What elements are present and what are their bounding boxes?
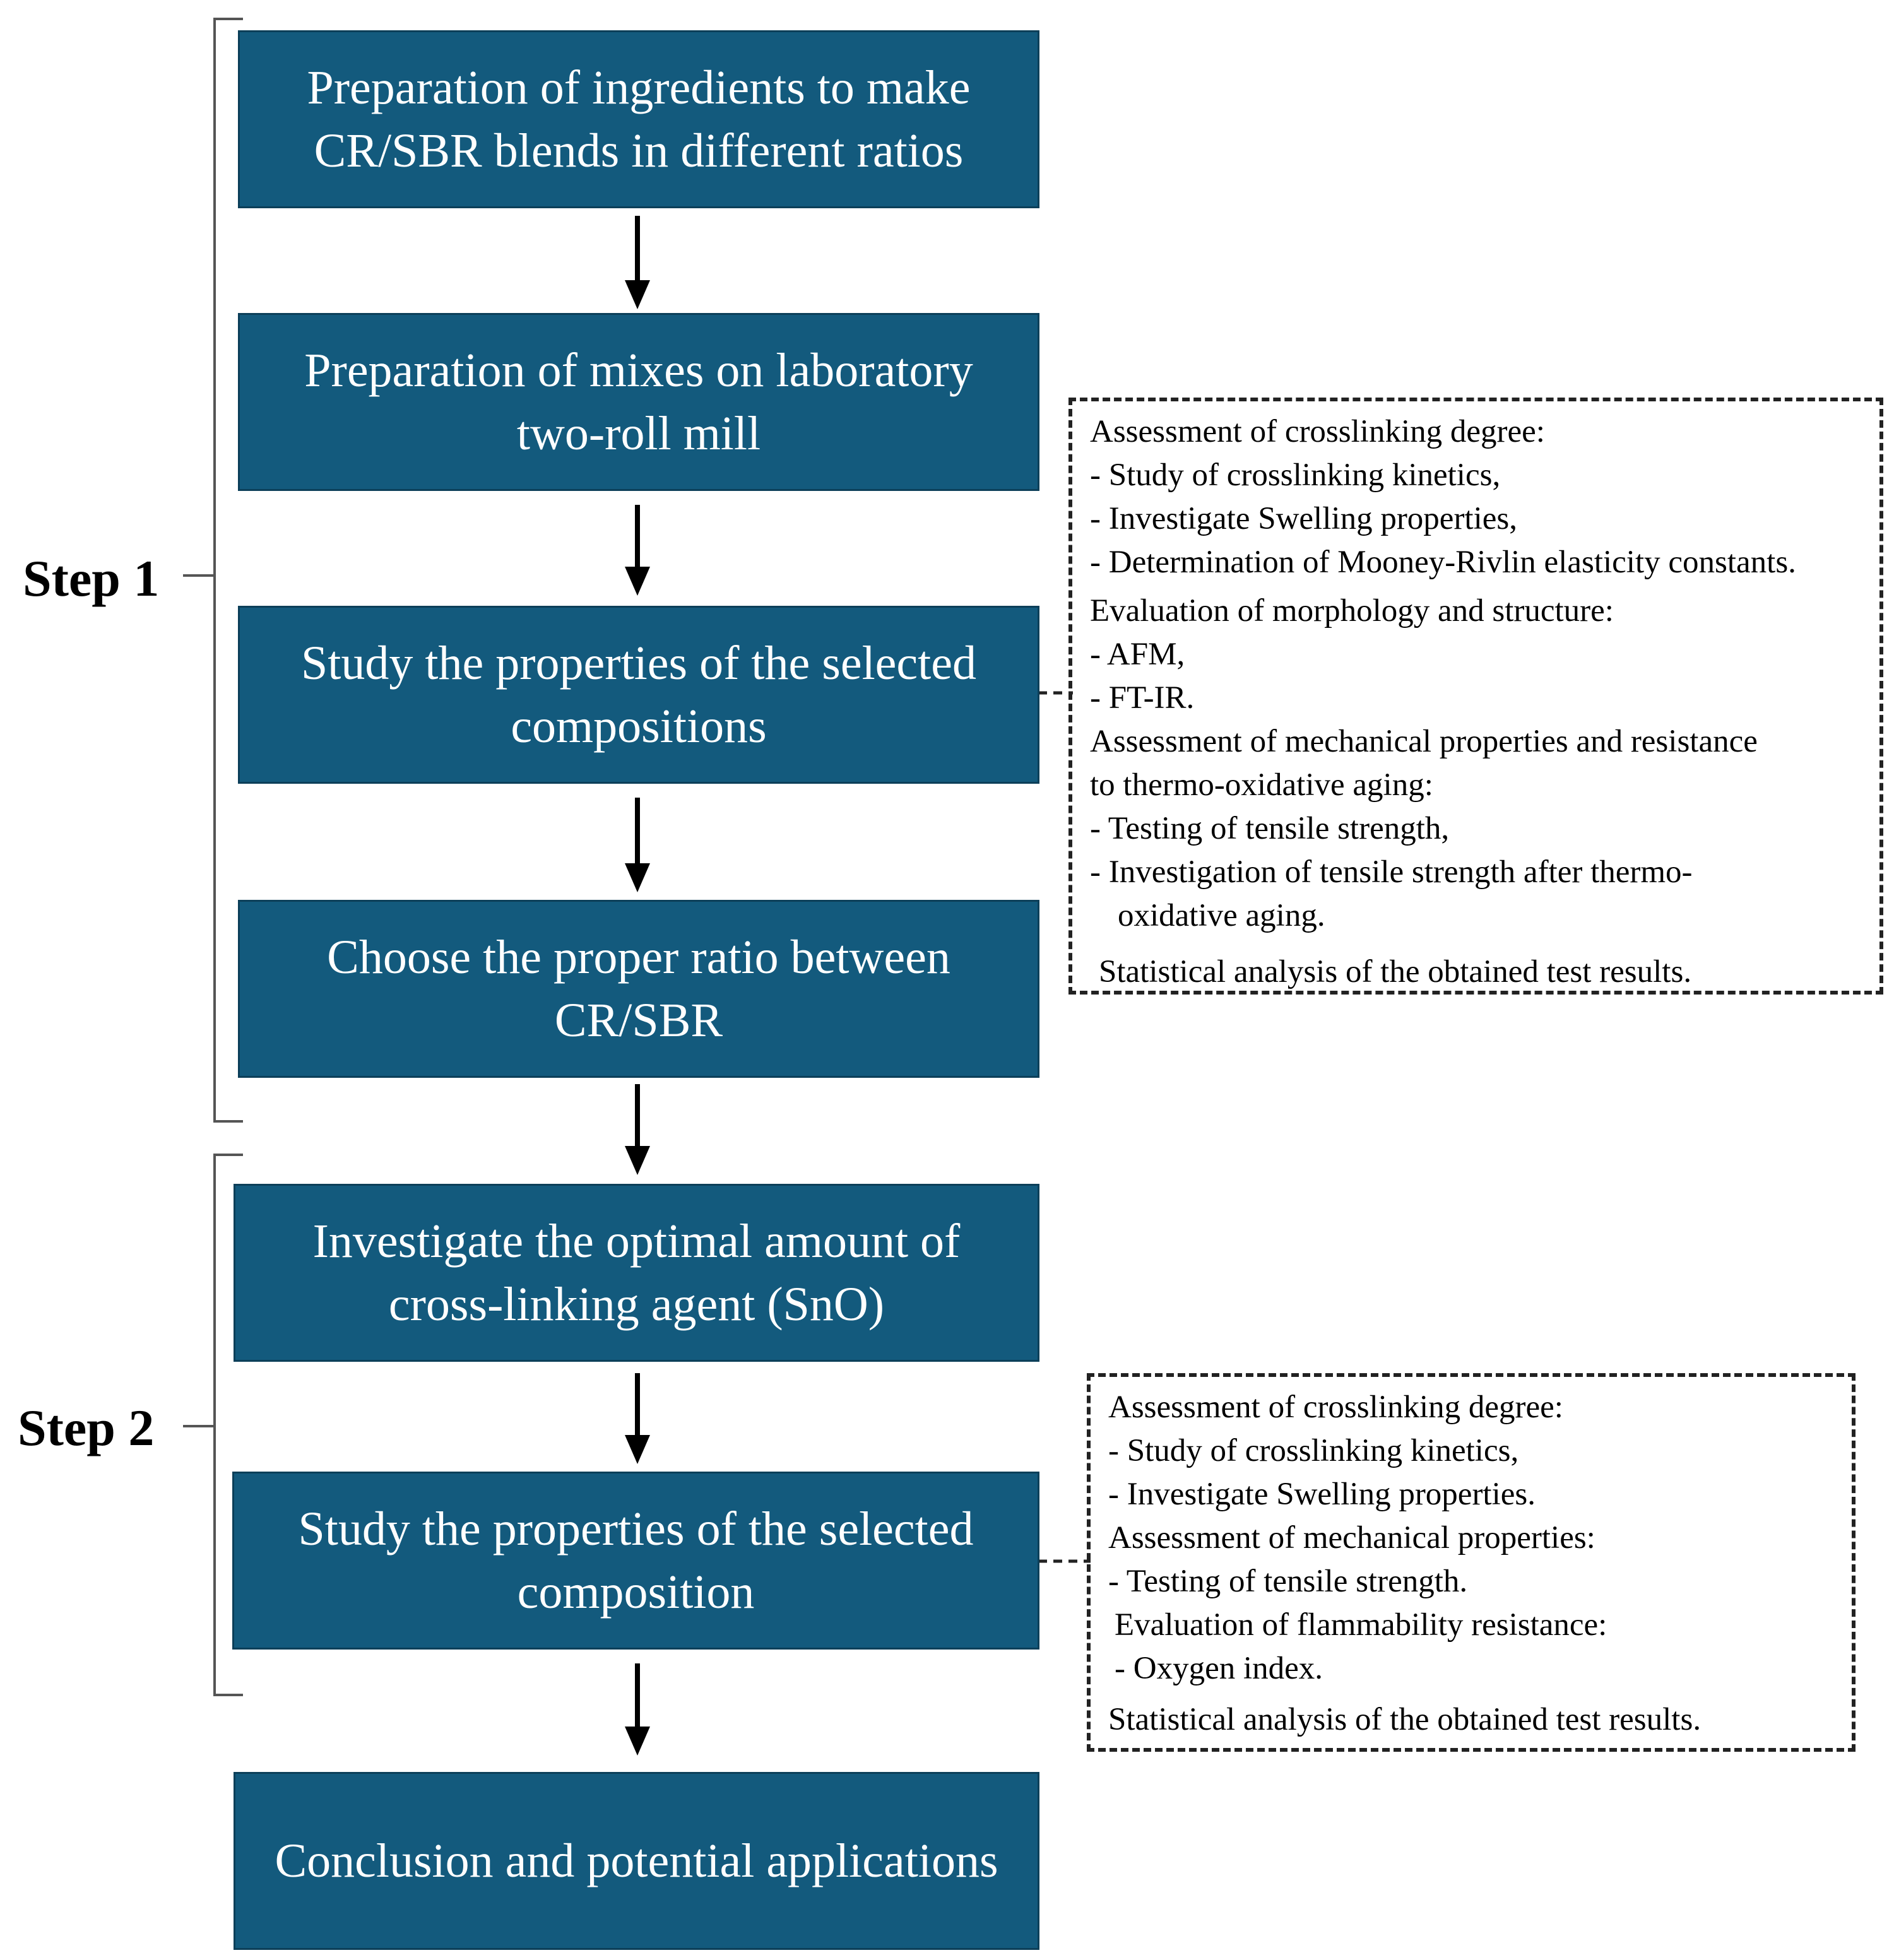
note-line: - Testing of tensile strength. <box>1108 1564 1468 1599</box>
note-line: Assessment of mechanical properties and … <box>1090 724 1758 759</box>
box-prepare-ingredients: Preparation of ingredients to make CR/SB… <box>238 30 1039 208</box>
note-line: - Study of crosslinking kinetics, <box>1090 458 1501 493</box>
box-conclusion: Conclusion and potential applications <box>234 1772 1039 1950</box>
note-line: Assessment of crosslinking degree: <box>1090 414 1545 449</box>
note-line: - AFM, <box>1090 637 1185 672</box>
note-line: to thermo-oxidative aging: <box>1090 767 1433 803</box>
notes-step-2: Assessment of crosslinking degree: - Stu… <box>1087 1373 1856 1752</box>
note-line: - Investigate Swelling properties, <box>1090 501 1517 536</box>
box-study-properties-2: Study the properties of the selected com… <box>232 1472 1039 1650</box>
arrow-1-2 <box>625 216 650 309</box>
step-1-bracket <box>183 18 243 1123</box>
arrow-2-3 <box>625 505 650 596</box>
step-2-label: Step 2 <box>18 1399 155 1456</box>
note-line: oxidative aging. <box>1118 898 1325 933</box>
note-line: - Study of crosslinking kinetics, <box>1108 1433 1519 1468</box>
note-line: Assessment of mechanical properties: <box>1108 1520 1595 1556</box>
step-2-bracket <box>183 1154 243 1696</box>
note-line: Evaluation of morphology and structure: <box>1090 593 1614 629</box>
note-line: - Testing of tensile strength, <box>1090 811 1450 846</box>
note-line: Evaluation of flammability resistance: <box>1115 1607 1607 1643</box>
box-prepare-mixes: Preparation of mixes on laboratory two-r… <box>238 313 1039 491</box>
box-study-properties-1: Study the properties of the selected com… <box>238 606 1039 784</box>
note-line: - Oxygen index. <box>1115 1651 1323 1686</box>
note-line: - Investigation of tensile strength afte… <box>1090 854 1693 890</box>
arrow-3-4 <box>625 798 650 892</box>
arrow-4-5 <box>625 1084 650 1175</box>
arrow-6-7 <box>625 1663 650 1756</box>
box-crosslinking-agent: Investigate the optimal amount of cross-… <box>234 1184 1039 1362</box>
notes-step-1: Assessment of crosslinking degree: - Stu… <box>1068 398 1883 995</box>
step-1-label: Step 1 <box>23 550 160 607</box>
note-line: - Determination of Mooney-Rivlin elastic… <box>1090 545 1796 580</box>
note-line: - FT-IR. <box>1090 680 1195 716</box>
note-line: Statistical analysis of the obtained tes… <box>1099 954 1692 989</box>
note-line: Statistical analysis of the obtained tes… <box>1108 1702 1702 1737</box>
box-choose-ratio: Choose the proper ratio between CR/SBR <box>238 900 1039 1078</box>
note-line: Assessment of crosslinking degree: <box>1108 1390 1563 1425</box>
note-line: - Investigate Swelling properties. <box>1108 1477 1536 1512</box>
arrow-5-6 <box>625 1373 650 1464</box>
